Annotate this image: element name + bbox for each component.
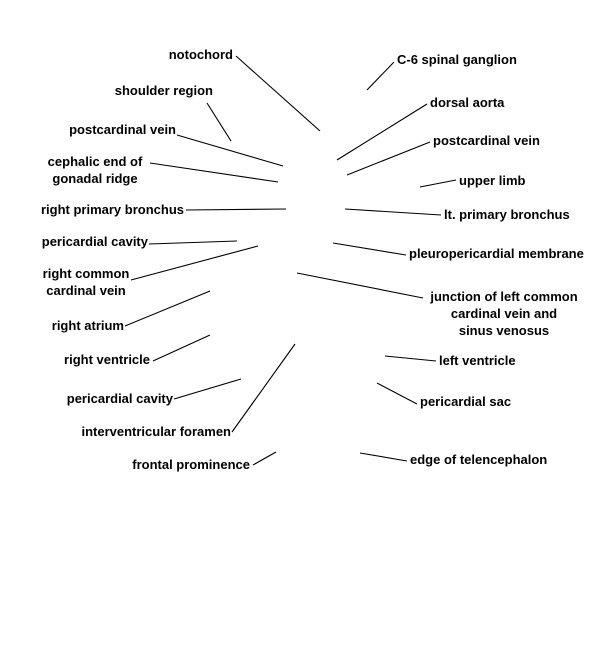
label-edge-of-telencephalon: edge of telencephalon [410, 452, 548, 467]
leader-right-common-cardinal-vein [130, 245, 259, 281]
leader-lt-primary-bronchus [344, 208, 442, 216]
label-pleuropericardial-membrane: pleuropericardial membrane [409, 246, 584, 261]
leader-pericardial-cavity-upper [148, 240, 238, 245]
label-postcardinal-vein-right: postcardinal vein [69, 122, 176, 137]
leader-right-primary-bronchus [185, 208, 287, 211]
label-notochord: notochord [168, 47, 233, 62]
label-right-atrium: right atrium [51, 318, 124, 333]
leader-postcardinal-vein-left [346, 141, 431, 176]
leader-interventricular-foramen [231, 343, 296, 433]
label-upper-limb: upper limb [459, 173, 526, 188]
label-interventricular-foramen: interventricular foramen [81, 424, 231, 439]
label-cephalic-end-gonadal-ridge: cephalic end of gonadal ridge [47, 154, 143, 186]
label-postcardinal-vein-left: postcardinal vein [433, 133, 540, 148]
label-shoulder-region: shoulder region [114, 83, 213, 98]
label-c6-spinal-ganglion: C-6 spinal ganglion [397, 52, 517, 67]
label-pericardial-cavity-upper: pericardial cavity [41, 234, 148, 249]
label-right-common-cardinal-vein: right common cardinal vein [42, 266, 130, 298]
leader-pericardial-cavity-lower [173, 378, 242, 400]
leader-upper-limb [419, 179, 457, 188]
label-pericardial-sac: pericardial sac [420, 394, 512, 409]
leader-cephalic-end-gonadal-ridge [149, 162, 279, 183]
leader-pleuropericardial-membrane [332, 242, 407, 256]
label-left-ventricle: left ventricle [439, 353, 516, 368]
leader-shoulder-region [206, 102, 232, 142]
leader-c6-spinal-ganglion [366, 61, 395, 91]
label-frontal-prominence: frontal prominence [132, 457, 250, 472]
leader-edge-of-telencephalon [359, 452, 408, 462]
label-lt-primary-bronchus: lt. primary bronchus [444, 207, 570, 222]
label-right-primary-bronchus: right primary bronchus [40, 202, 184, 217]
leader-frontal-prominence [252, 451, 277, 466]
label-dorsal-aorta: dorsal aorta [430, 95, 505, 110]
label-junction-left-common-cardinal: junction of left common cardinal vein an… [430, 289, 578, 338]
leader-right-atrium [124, 290, 211, 327]
leader-dorsal-aorta [336, 103, 428, 161]
leader-left-ventricle [384, 355, 437, 362]
label-right-ventricle: right ventricle [64, 352, 150, 367]
leader-junction-left-common-cardinal [296, 272, 424, 299]
leader-right-ventricle [152, 334, 211, 362]
leader-postcardinal-vein-right [176, 134, 284, 167]
leader-notochord [235, 55, 321, 132]
label-pericardial-cavity-lower: pericardial cavity [66, 391, 173, 406]
leader-pericardial-sac [376, 382, 418, 405]
